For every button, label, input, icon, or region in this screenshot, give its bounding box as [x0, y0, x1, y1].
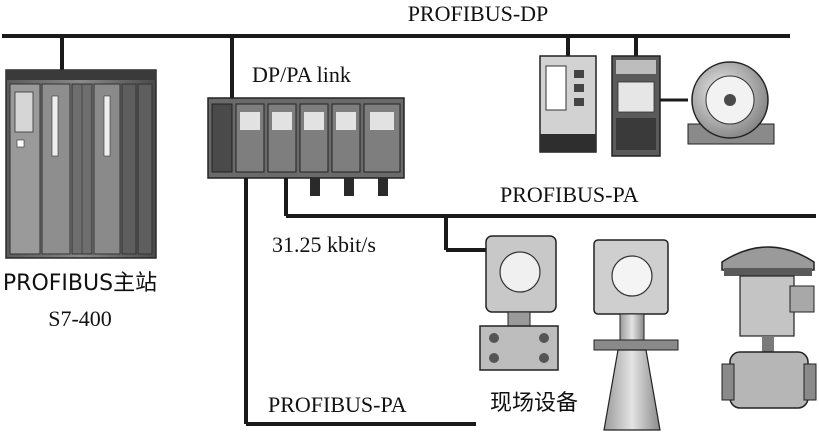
- module-5: [121, 83, 137, 255]
- link-connector-2: [344, 178, 354, 196]
- control-valve: [721, 246, 817, 409]
- transmitter-gauge: [499, 251, 541, 293]
- valve-positioner: [789, 285, 815, 313]
- link-module-1: [211, 103, 233, 173]
- radar-neck: [619, 313, 645, 341]
- master-model-label: S7-400: [48, 306, 112, 331]
- baud-rate-label: 31.25 kbit/s: [272, 232, 376, 257]
- module-4: [93, 83, 121, 255]
- io-button-3: [574, 98, 584, 106]
- link-panel-1: [240, 112, 260, 130]
- module-4-slot: [103, 95, 111, 157]
- io-button-1: [574, 70, 584, 78]
- link-panel-3: [304, 112, 324, 130]
- link-panel-4: [336, 112, 356, 130]
- field-devices-label: 现场设备: [490, 391, 578, 416]
- cpu-slot: [51, 95, 59, 157]
- valve-pipe-left: [721, 363, 735, 401]
- profibus-pa-bus-upper: [284, 178, 816, 252]
- io-footer: [540, 134, 596, 152]
- master-label: PROFIBUS主站: [3, 271, 157, 296]
- motor: [687, 61, 775, 145]
- drive-panel: [617, 81, 655, 113]
- transmitter-neck: [507, 311, 531, 327]
- motor-shaft: [724, 94, 736, 106]
- pa-bus-upper-label: PROFIBUS-PA: [500, 182, 639, 207]
- valve-actuator-rim: [724, 268, 812, 276]
- valve-actuator: [721, 246, 815, 271]
- dp-bus-label: PROFIBUS-DP: [408, 1, 549, 26]
- radar-horn: [603, 349, 661, 431]
- power-supply-led: [16, 139, 25, 148]
- radar-level-transmitter: [593, 239, 679, 431]
- valve-body: [729, 351, 809, 409]
- drive-lower: [616, 118, 656, 150]
- power-supply-panel: [14, 91, 34, 133]
- flange-bolt-2: [539, 333, 549, 343]
- radar-flange: [593, 339, 679, 351]
- valve-stem: [762, 336, 774, 356]
- profibus-dp-bus: [2, 34, 790, 98]
- flange-bolt-4: [539, 353, 549, 363]
- distributed-io-module: [539, 55, 597, 153]
- flange-bolt-1: [489, 333, 499, 343]
- drive-unit: [611, 55, 661, 157]
- transmitter-flange: [479, 325, 559, 371]
- power-supply-module: [9, 83, 41, 255]
- io-button-2: [574, 84, 584, 92]
- valve-yoke: [739, 275, 795, 337]
- profibus-pa-bus-lower: [244, 178, 476, 426]
- dp-pa-link-label: DP/PA link: [252, 62, 351, 87]
- drive-top: [616, 60, 656, 74]
- io-display: [545, 65, 567, 111]
- link-panel-2: [272, 112, 292, 130]
- rack-top-strip: [6, 70, 156, 80]
- pa-bus-lower-label: PROFIBUS-PA: [268, 392, 407, 417]
- radar-gauge: [611, 255, 653, 297]
- link-connector-3: [378, 178, 388, 196]
- valve-pipe-right: [803, 363, 817, 401]
- flange-bolt-3: [489, 353, 499, 363]
- dp-pa-link-device: [207, 97, 405, 196]
- s7-400-master-rack: [5, 69, 157, 259]
- link-connector-1: [310, 178, 320, 196]
- module-6: [137, 83, 153, 255]
- pressure-transmitter: [479, 235, 559, 371]
- link-panel-5: [370, 112, 394, 130]
